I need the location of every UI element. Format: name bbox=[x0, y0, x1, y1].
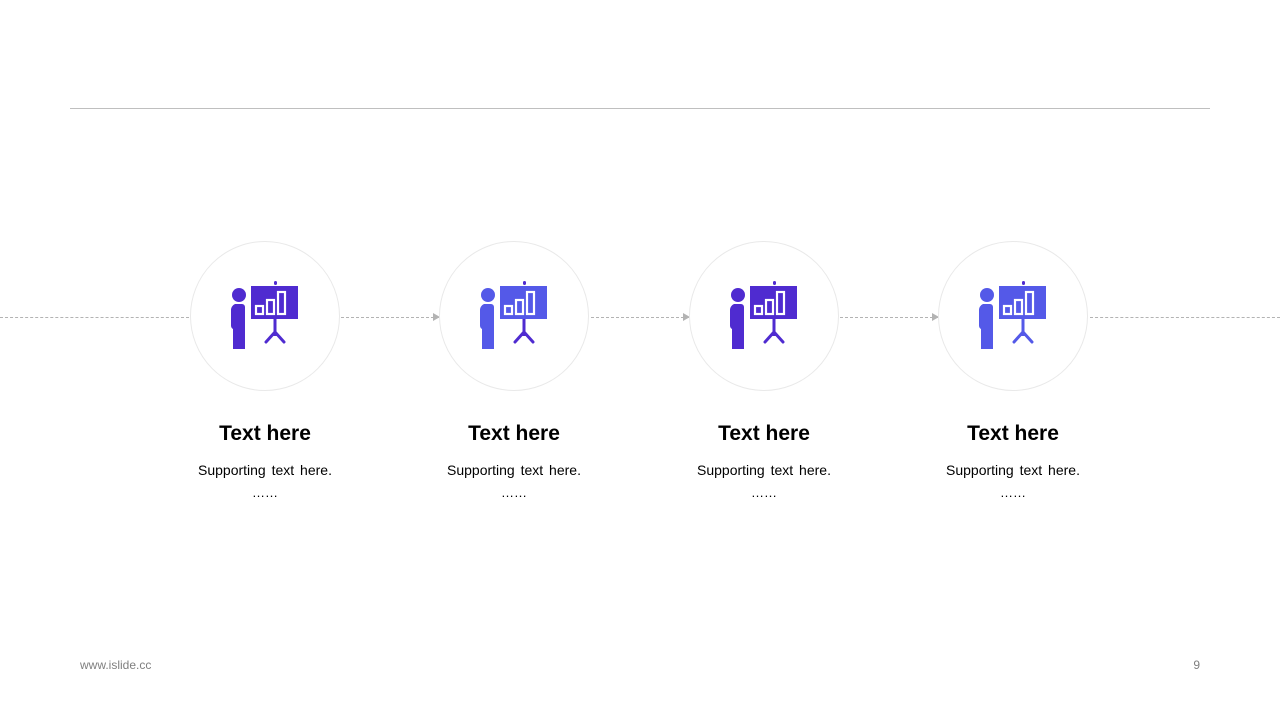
page-number: 9 bbox=[1193, 658, 1200, 672]
process-step-4: Text here Supporting text here. …… bbox=[888, 241, 1138, 501]
step-title: Text here bbox=[967, 422, 1059, 445]
presentation-icon bbox=[231, 281, 298, 349]
connector-arrow-1 bbox=[341, 313, 440, 321]
step-description: Supporting text here. bbox=[447, 462, 581, 478]
step-icon-circle bbox=[689, 241, 839, 391]
step-description: Supporting text here. bbox=[946, 462, 1080, 478]
process-step-3: Text here Supporting text here. …… bbox=[639, 241, 889, 501]
step-title: Text here bbox=[468, 422, 560, 445]
presentation-icon bbox=[480, 281, 547, 349]
presentation-icon bbox=[979, 281, 1046, 349]
process-step-1: Text here Supporting text here. …… bbox=[140, 241, 390, 501]
step-ellipsis: …… bbox=[751, 485, 777, 500]
step-description: Supporting text here. bbox=[198, 462, 332, 478]
connector-arrow-2 bbox=[591, 313, 690, 321]
step-icon-circle bbox=[190, 241, 340, 391]
step-icon-circle bbox=[938, 241, 1088, 391]
connector-lead-out bbox=[1090, 317, 1280, 318]
step-title: Text here bbox=[219, 422, 311, 445]
step-ellipsis: …… bbox=[501, 485, 527, 500]
connector-lead-in bbox=[0, 317, 189, 318]
step-icon-circle bbox=[439, 241, 589, 391]
presentation-icon bbox=[730, 281, 797, 349]
connector-arrow-3 bbox=[840, 313, 939, 321]
top-divider bbox=[70, 108, 1210, 109]
step-title: Text here bbox=[718, 422, 810, 445]
process-step-2: Text here Supporting text here. …… bbox=[389, 241, 639, 501]
step-description: Supporting text here. bbox=[697, 462, 831, 478]
step-ellipsis: …… bbox=[252, 485, 278, 500]
footer-website: www.islide.cc bbox=[80, 658, 152, 672]
step-ellipsis: …… bbox=[1000, 485, 1026, 500]
